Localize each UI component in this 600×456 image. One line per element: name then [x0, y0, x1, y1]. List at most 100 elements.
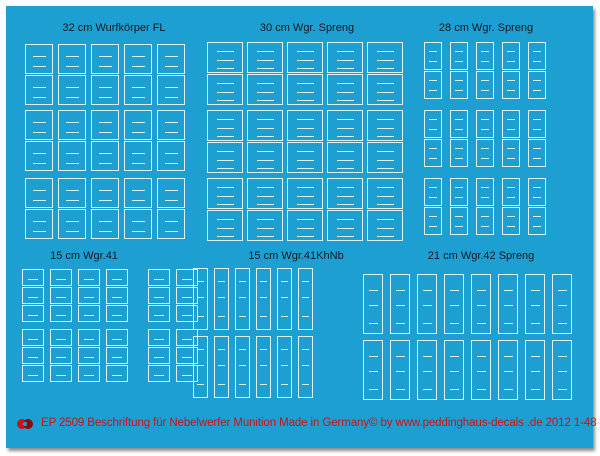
decal-mark [218, 383, 225, 385]
decal-mark [449, 356, 459, 357]
decal-mark [533, 226, 541, 228]
section-title-28cm: 28 cm Wgr. Spreng [438, 22, 534, 34]
decal-mark [131, 97, 145, 98]
decal-21cm [498, 340, 518, 400]
decal-mark [154, 296, 164, 298]
decal-15cm [148, 365, 170, 382]
decal-mark [65, 231, 79, 232]
decal-15cm [78, 365, 100, 382]
decal-mark [28, 356, 38, 358]
decal-mark [296, 67, 314, 69]
decal-30cm [207, 42, 243, 73]
decal-30cm [207, 142, 243, 173]
decal-mark [376, 235, 394, 237]
decal-mark [84, 314, 94, 316]
decal-28cm [528, 71, 546, 99]
decal-mark [28, 374, 38, 376]
decal-28cm [476, 139, 494, 167]
decal-mark [239, 296, 246, 298]
decal-28cm [502, 110, 520, 138]
decal-mark [256, 218, 274, 220]
decal-mark [395, 290, 405, 291]
decal-mark [429, 61, 437, 63]
decal-mark [503, 305, 513, 306]
decal-30cm [367, 74, 403, 105]
decal-28cm [424, 178, 442, 206]
decal-mark [449, 371, 459, 372]
decal-32cm [124, 110, 152, 140]
decal-30cm [247, 74, 283, 105]
decal-30cm [367, 210, 403, 241]
decal-mark [182, 338, 192, 340]
decal-28cm [528, 139, 546, 167]
decal-mark [256, 99, 274, 101]
decal-mark [429, 80, 437, 82]
decal-mark [260, 296, 267, 298]
decal-sheet: 32 cm Wurfkörper FL 30 cm Wgr. Spreng 28… [6, 6, 597, 448]
decal-mark [368, 356, 378, 357]
decal-mark [503, 290, 513, 291]
decal-mark [56, 314, 66, 316]
section-title-15cm-khnb: 15 cm Wgr.41KhNb [248, 250, 344, 262]
decal-mark [131, 132, 145, 133]
decal-mark [260, 349, 267, 351]
decal-mark [197, 383, 204, 385]
decal-mark [368, 371, 378, 372]
decal-30cm [207, 110, 243, 141]
decal-mark [429, 119, 437, 121]
decal-mark [256, 228, 274, 230]
decal-mark [65, 55, 79, 57]
decal-mark [395, 371, 405, 372]
decal-mark [296, 150, 314, 152]
decal-28cm [424, 42, 442, 70]
decal-mark [56, 338, 66, 340]
decal-mark [182, 278, 192, 280]
decal-30cm [327, 42, 363, 73]
decal-15cm [148, 305, 170, 322]
decal-mark [28, 338, 38, 340]
decal-mark [336, 196, 354, 198]
decal-mark [131, 86, 145, 88]
decal-mark [216, 128, 234, 130]
decal-15cm [148, 347, 170, 364]
decal-30cm [367, 110, 403, 141]
decal-mark [395, 323, 405, 324]
section-title-21cm: 21 cm Wgr.42 Spreng [427, 250, 535, 262]
decal-mark [336, 167, 354, 169]
decal-mark [65, 97, 79, 98]
decal-15cm [148, 269, 170, 286]
decal-mark [302, 383, 309, 385]
decal-mark [530, 371, 540, 372]
decal-mark [164, 200, 178, 201]
decal-mark [376, 160, 394, 162]
decal-mark [98, 163, 112, 164]
decal-mark [302, 315, 309, 317]
decal-mark [239, 315, 246, 317]
decal-30cm [287, 142, 323, 173]
decal-15cm-khnb [298, 268, 313, 330]
decal-mark [557, 305, 567, 306]
decal-mark [98, 152, 112, 154]
decal-mark [256, 82, 274, 84]
decal-mark [216, 186, 234, 188]
decal-mark [296, 186, 314, 188]
decal-mark [131, 152, 145, 154]
decal-mark [216, 82, 234, 84]
decal-mark [296, 196, 314, 198]
decal-21cm [444, 274, 464, 334]
decal-30cm [247, 178, 283, 209]
decal-mark [256, 203, 274, 205]
decal-mark [476, 356, 486, 357]
decal-mark [503, 323, 513, 324]
decal-mark [281, 364, 288, 366]
decal-mark [376, 67, 394, 69]
decal-mark [216, 118, 234, 120]
decal-mark [260, 364, 267, 366]
decal-mark [455, 129, 463, 131]
decal-mark [28, 314, 38, 316]
decal-15cm [22, 287, 44, 304]
decal-mark [481, 216, 489, 218]
decal-mark [32, 86, 46, 88]
decal-28cm [450, 178, 468, 206]
decal-mark [65, 86, 79, 88]
